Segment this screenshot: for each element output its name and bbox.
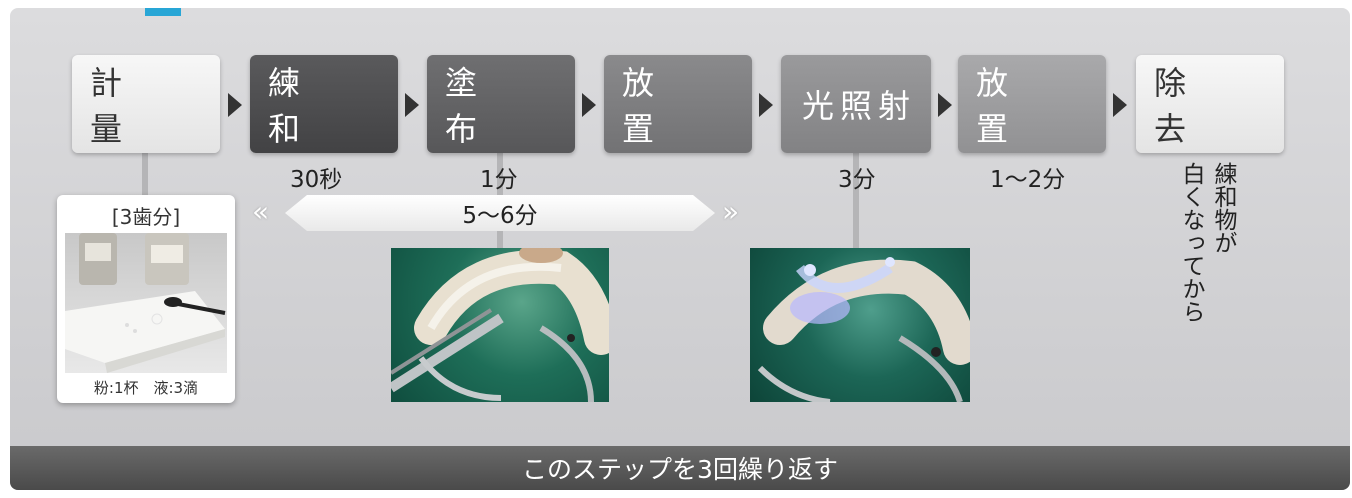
step-apply-label: 塗 布 — [445, 64, 546, 148]
footer-text: このステップを3回繰り返す — [522, 455, 838, 484]
footer-bar: このステップを3回繰り返す — [10, 446, 1350, 490]
step-rest-1-label: 放 置 — [622, 64, 723, 148]
powder-liquid-illustration — [65, 233, 226, 373]
range-label: 5～6分 — [462, 203, 538, 229]
time-rest: 1～2分 — [990, 167, 1066, 193]
teeth-light-illustration — [757, 257, 970, 402]
removal-note-col2: 白くなってから — [1178, 162, 1204, 323]
arrow-icon — [405, 93, 419, 117]
measure-stem — [142, 150, 148, 198]
step-remove: 除 去 — [1136, 55, 1284, 153]
arrow-icon — [1113, 93, 1127, 117]
time-mix: 30秒 — [290, 167, 343, 193]
application-photo — [391, 248, 609, 402]
arrow-icon — [228, 93, 242, 117]
time-light: 3分 — [838, 167, 876, 193]
step-apply: 塗 布 — [427, 55, 575, 153]
removal-note-text-2: 白くなってから — [1178, 162, 1204, 323]
step-measure: 計 量 — [72, 55, 220, 153]
step-mix: 練 和 — [250, 55, 398, 153]
measure-card-title: [3歯分] — [111, 205, 181, 229]
step-rest-2: 放 置 — [958, 55, 1106, 153]
arrow-icon — [938, 93, 952, 117]
double-chevron-right-icon: » — [722, 195, 740, 228]
light-curing-photo — [750, 248, 970, 402]
accent-bar — [145, 8, 181, 16]
arrow-icon — [582, 93, 596, 117]
step-measure-label: 計 量 — [90, 64, 191, 148]
arrow-icon — [759, 93, 773, 117]
step-light: 光照射 — [781, 55, 931, 153]
measure-card-caption: 粉:1杯 液:3滴 — [93, 379, 199, 397]
measure-card: [3歯分] 粉:1杯 液:3滴 — [57, 195, 235, 403]
teeth-application-illustration — [391, 248, 609, 402]
step-rest-2-label: 放 置 — [976, 64, 1077, 148]
time-apply: 1分 — [480, 167, 518, 193]
removal-note-text-1: 練和物が — [1210, 162, 1236, 254]
light-stem — [853, 150, 859, 250]
step-light-label: 光照射 — [801, 87, 916, 125]
removal-note-col1: 練和物が — [1210, 162, 1236, 254]
measure-photo — [65, 233, 227, 373]
step-mix-label: 練 和 — [268, 64, 369, 148]
step-remove-label: 除 去 — [1154, 64, 1255, 148]
step-rest-1: 放 置 — [604, 55, 752, 153]
double-chevron-left-icon: « — [252, 195, 270, 228]
range-pill: 5～6分 — [285, 195, 715, 231]
